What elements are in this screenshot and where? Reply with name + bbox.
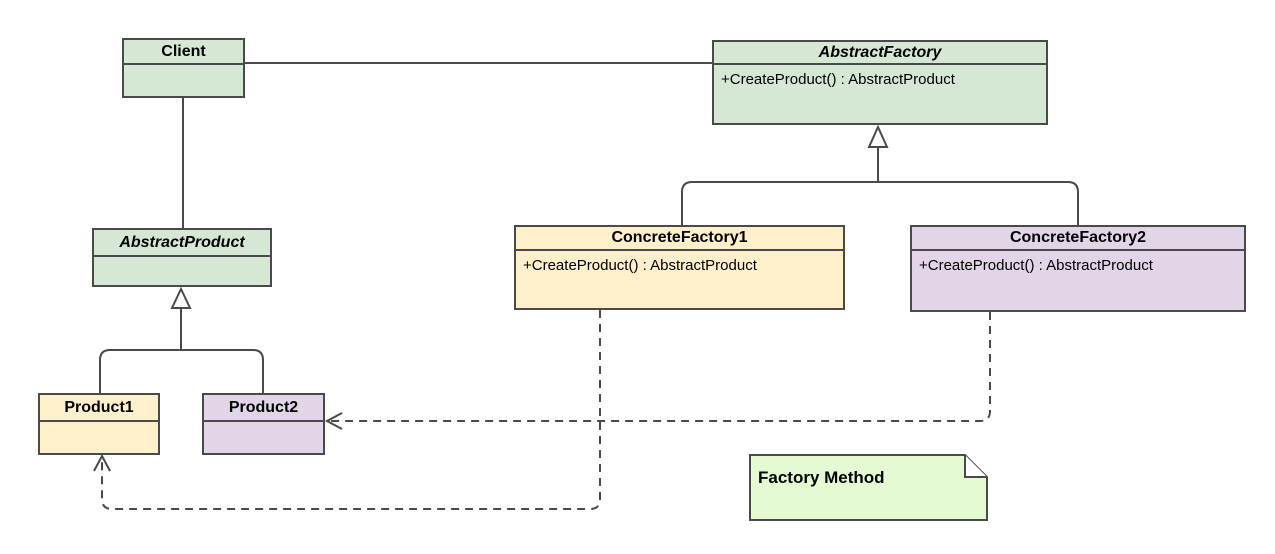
dependency-arrowhead-product1 — [93, 453, 111, 472]
class-concretefactory1: ConcreteFactory1 +CreateProduct() : Abst… — [514, 225, 845, 310]
class-abstractfactory-name: AbstractFactory — [714, 42, 1046, 65]
class-abstractfactory: AbstractFactory +CreateProduct() : Abstr… — [712, 40, 1048, 125]
class-product1-body — [40, 422, 158, 453]
class-abstractfactory-body: +CreateProduct() : AbstractProduct — [714, 65, 1046, 123]
class-client-body — [124, 65, 243, 96]
class-client-name: Client — [124, 40, 243, 65]
note-fold-corner — [964, 455, 987, 478]
class-concretefactory1-method: +CreateProduct() : AbstractProduct — [523, 257, 757, 274]
dependency-concretefactory2-product2 — [331, 312, 991, 422]
class-abstractfactory-method: +CreateProduct() : AbstractProduct — [721, 71, 955, 88]
class-concretefactory2: ConcreteFactory2 +CreateProduct() : Abst… — [910, 225, 1246, 312]
class-product2-name: Product2 — [204, 395, 323, 422]
class-product2-body — [204, 422, 323, 453]
class-concretefactory2-body: +CreateProduct() : AbstractProduct — [912, 251, 1244, 310]
generalization-arrowhead-abstractfactory — [867, 124, 889, 148]
generalization-branch-abstractfactory — [681, 181, 1079, 225]
dependency-concretefactory1-product1 — [101, 310, 601, 510]
dependency-arrowhead-product2 — [324, 412, 343, 430]
note-label: Factory Method — [758, 468, 885, 487]
class-concretefactory1-body: +CreateProduct() : AbstractProduct — [516, 251, 843, 308]
class-concretefactory1-name: ConcreteFactory1 — [516, 227, 843, 251]
class-abstractproduct-body — [94, 257, 270, 285]
class-abstractproduct-name: AbstractProduct — [94, 230, 270, 257]
class-client: Client — [122, 38, 245, 98]
class-concretefactory2-name: ConcreteFactory2 — [912, 227, 1244, 251]
class-product1: Product1 — [38, 393, 160, 455]
class-abstractproduct: AbstractProduct — [92, 228, 272, 287]
class-concretefactory2-method: +CreateProduct() : AbstractProduct — [919, 257, 1153, 274]
generalization-branch-abstractproduct — [99, 349, 264, 393]
class-product1-name: Product1 — [40, 395, 158, 422]
generalization-arrowhead-abstractproduct — [170, 286, 192, 309]
note-shape — [749, 454, 988, 521]
class-product2: Product2 — [202, 393, 325, 455]
